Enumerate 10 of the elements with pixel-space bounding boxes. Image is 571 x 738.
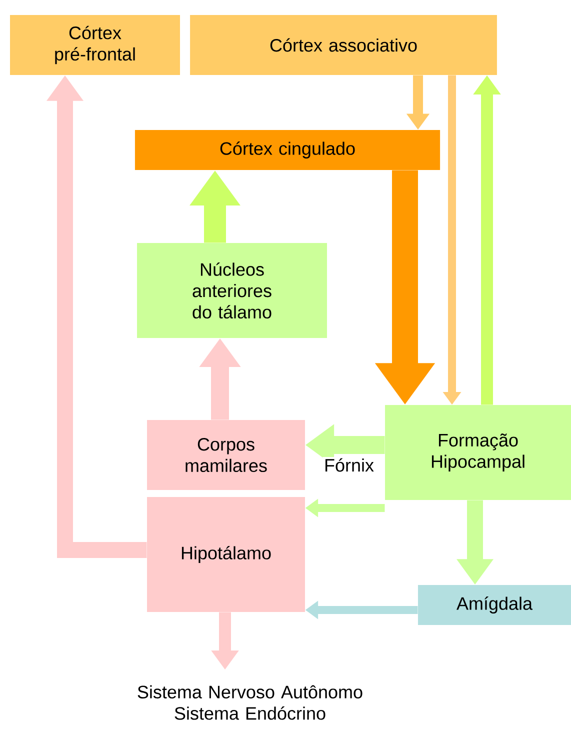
brain-region-box: Amígdala bbox=[418, 585, 571, 625]
edge-label: Fórnix bbox=[322, 456, 376, 474]
brain-region-box: Córtex pré-frontal bbox=[10, 15, 180, 75]
output-text: Sistema Nervoso Autônomo Sistema Endócrino bbox=[138, 685, 362, 720]
brain-region-box: Formação Hipocampal bbox=[385, 405, 571, 500]
brain-region-box: Corpos mamilares bbox=[147, 420, 305, 490]
brain-region-box: Núcleos anteriores do tálamo bbox=[137, 243, 327, 338]
brain-region-box: Hipotálamo bbox=[147, 497, 305, 612]
brain-region-box: Córtex cingulado bbox=[134, 130, 440, 170]
brain-region-box: Córtex associativo bbox=[190, 15, 497, 75]
